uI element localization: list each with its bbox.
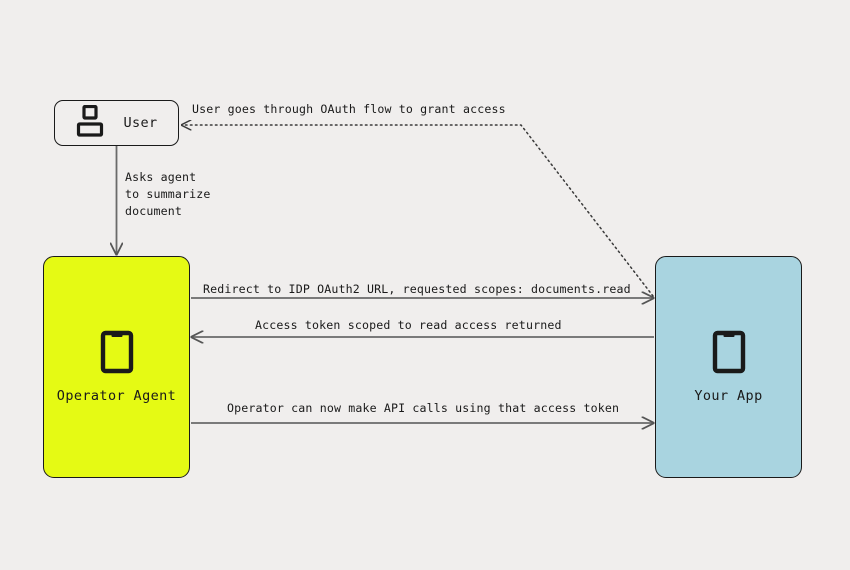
edge-label-asks-agent: Asks agent to summarize document xyxy=(125,170,211,218)
node-your-app-label: Your App xyxy=(694,388,763,404)
node-operator-agent-label: Operator Agent xyxy=(56,388,177,404)
edge-label-redirect: Redirect to IDP OAuth2 URL, requested sc… xyxy=(203,282,631,296)
user-icon xyxy=(75,104,105,141)
node-operator-agent[interactable]: Operator Agent xyxy=(43,256,190,478)
edge-label-oauth-flow: User goes through OAuth flow to grant ac… xyxy=(192,102,506,116)
tablet-icon xyxy=(100,330,134,378)
edge-label-access-token: Access token scoped to read access retur… xyxy=(255,318,562,332)
tablet-icon xyxy=(712,330,746,378)
node-user-label: User xyxy=(123,115,158,131)
node-user[interactable]: User xyxy=(54,100,179,146)
edge-oauth-flow xyxy=(182,125,654,297)
node-your-app[interactable]: Your App xyxy=(655,256,802,478)
edge-label-api-calls: Operator can now make API calls using th… xyxy=(227,401,620,415)
